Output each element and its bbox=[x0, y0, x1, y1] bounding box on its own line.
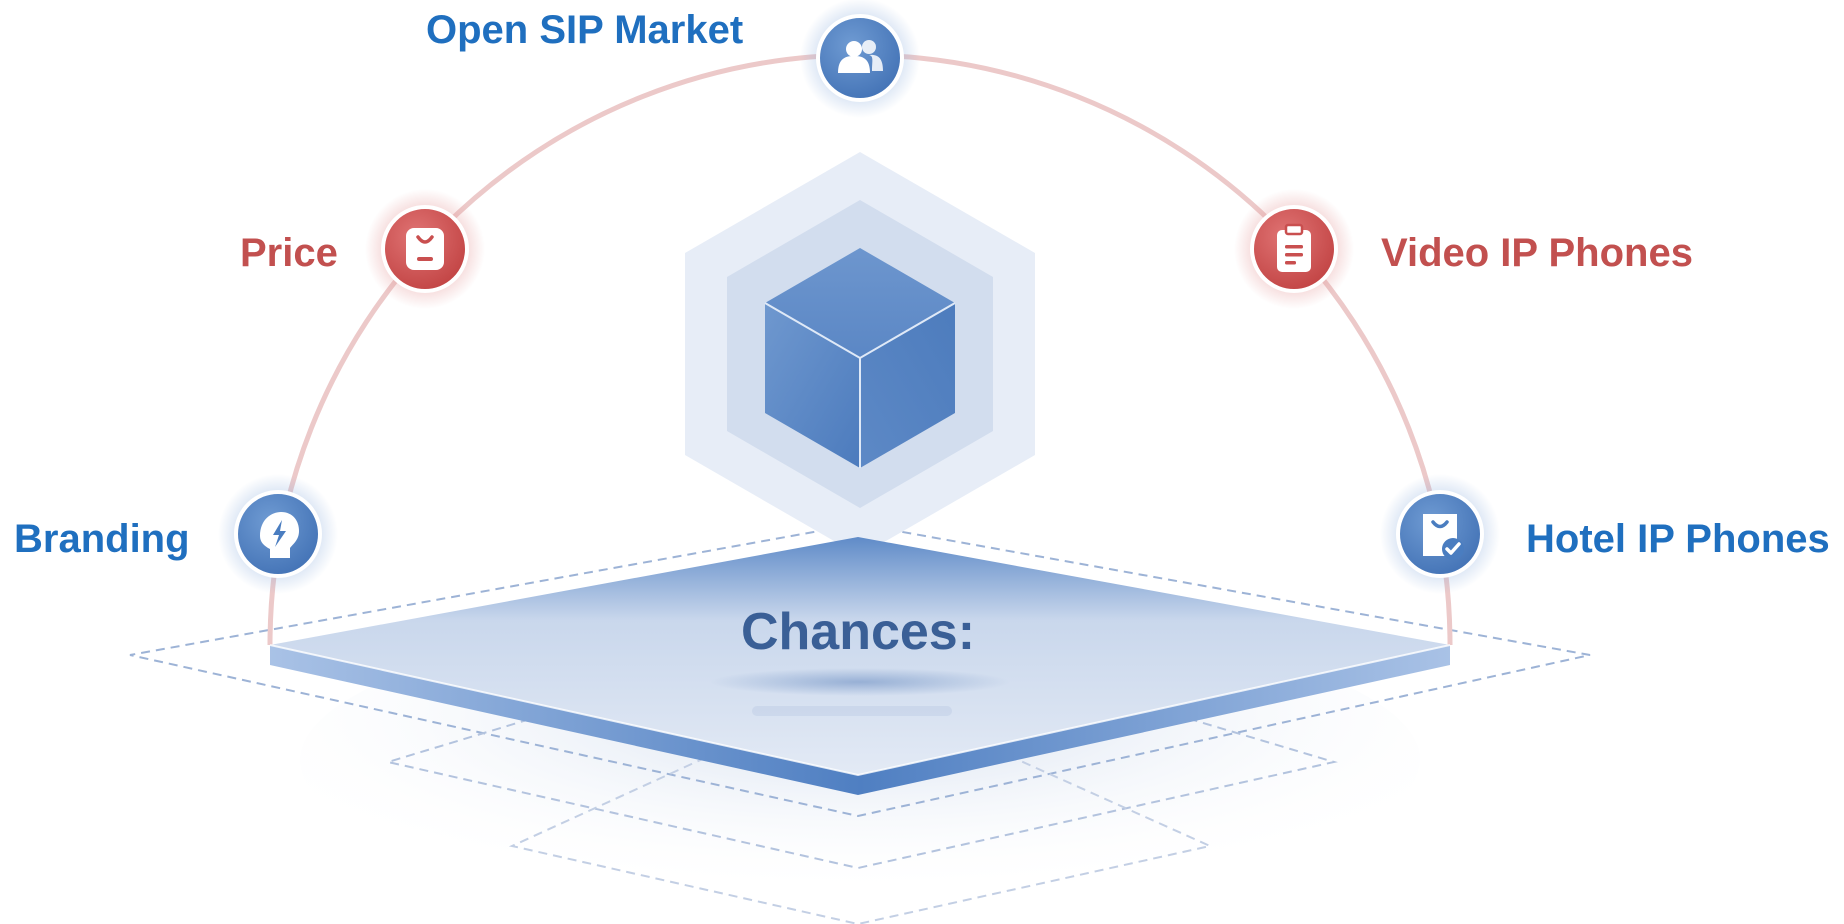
node-branding bbox=[218, 474, 338, 594]
price-tag-icon bbox=[406, 228, 444, 270]
users-icon bbox=[838, 40, 883, 73]
label-branding: Branding bbox=[14, 517, 190, 561]
dashed-layer-1 bbox=[129, 522, 1591, 818]
node-price bbox=[365, 189, 485, 309]
node-video-ip-phones bbox=[1234, 189, 1354, 309]
clipboard-list-icon bbox=[1277, 223, 1311, 272]
node-open-sip-market bbox=[800, 0, 920, 118]
label-video-ip-phones: Video IP Phones bbox=[1381, 231, 1693, 275]
platform bbox=[269, 537, 1451, 795]
node-hotel-ip-phones bbox=[1380, 474, 1500, 594]
title-reflection bbox=[752, 706, 952, 716]
title-shadow bbox=[710, 668, 1010, 696]
dashed-layer-3 bbox=[508, 686, 1214, 924]
center-title: Chances: bbox=[740, 603, 976, 661]
label-hotel-ip-phones: Hotel IP Phones bbox=[1526, 517, 1830, 561]
label-open-sip-market: Open SIP Market bbox=[426, 8, 744, 52]
shopping-bag-check-icon bbox=[1423, 514, 1464, 560]
platform-highlight bbox=[269, 644, 1451, 777]
platform-top bbox=[270, 537, 1450, 775]
cube-icon bbox=[764, 248, 956, 468]
head-bolt-icon bbox=[260, 512, 299, 558]
label-price: Price bbox=[240, 231, 338, 275]
